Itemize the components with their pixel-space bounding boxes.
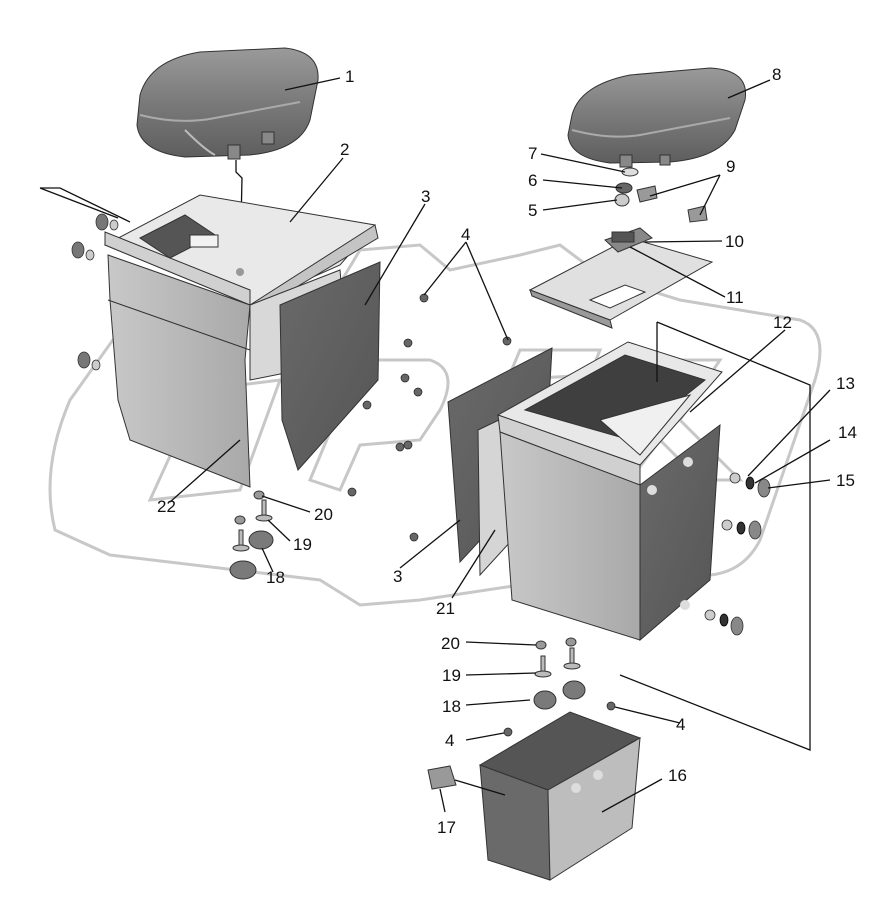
part-14-washers <box>719 476 755 627</box>
callout-20a: 20 <box>314 505 333 524</box>
part-9-clip <box>636 185 708 223</box>
callout-12: 12 <box>773 313 792 332</box>
part-18-rubber-mounts-right <box>533 680 586 710</box>
assembly-line <box>40 187 131 223</box>
part-1-armrest-pad-left <box>136 47 319 160</box>
part-10-latch <box>604 227 653 253</box>
callout-17: 17 <box>437 818 456 837</box>
callout-22: 22 <box>157 497 176 516</box>
assembly-line <box>39 187 119 219</box>
screws-middle <box>347 293 512 497</box>
part-17-clip <box>427 765 457 790</box>
screws-lower <box>409 532 616 737</box>
part-11-mounting-plate <box>528 237 714 329</box>
part-13-nuts <box>704 472 741 621</box>
callout-4b: 4 <box>676 715 685 734</box>
callout-8: 8 <box>772 65 781 84</box>
callout-19b: 19 <box>442 666 461 685</box>
callout-10: 10 <box>725 232 744 251</box>
callout-4c: 4 <box>445 731 454 750</box>
callout-16: 16 <box>668 766 687 785</box>
callout-15: 15 <box>836 471 855 490</box>
callout-3b: 3 <box>393 567 402 586</box>
callout-4a: 4 <box>461 225 470 244</box>
callout-9: 9 <box>726 157 735 176</box>
assembly-line <box>454 779 506 796</box>
part-body-right <box>499 423 721 642</box>
callout-1: 1 <box>345 67 354 86</box>
part-16-lower-bin <box>478 711 642 881</box>
part-18-rubber-mounts-left <box>229 530 274 580</box>
leader-lines <box>169 77 831 813</box>
part-19-bolts-left <box>232 499 273 552</box>
callout-2: 2 <box>340 140 349 159</box>
part-15-washers-large <box>730 478 771 636</box>
callout-18b: 18 <box>442 697 461 716</box>
callout-13: 13 <box>836 374 855 393</box>
callout-3a: 3 <box>421 187 430 206</box>
callout-20b: 20 <box>441 634 460 653</box>
part-5-nut <box>614 193 630 207</box>
part-12-top-frame-right <box>496 341 723 486</box>
part-2-top-cover-left <box>103 194 379 313</box>
callout-19a: 19 <box>293 535 312 554</box>
callout-18a: 18 <box>266 568 285 587</box>
part-20-nuts-right <box>535 637 577 650</box>
assembly-line <box>619 321 811 751</box>
callout-11: 11 <box>726 288 744 307</box>
part-8-armrest-pad-right <box>567 67 747 168</box>
part-3-side-panel-left <box>279 261 381 471</box>
callout-6: 6 <box>528 171 537 190</box>
callout-5: 5 <box>528 201 537 220</box>
callout-14: 14 <box>838 423 857 442</box>
part-20-nuts-left <box>234 490 265 525</box>
callout-7: 7 <box>528 144 537 163</box>
washers-left-side <box>71 213 119 371</box>
callout-21: 21 <box>436 599 455 618</box>
part-19-bolts-right <box>534 647 581 678</box>
callout-labels: 1 2 3 3 4 4 4 5 6 7 8 9 10 11 12 13 14 1… <box>157 65 857 837</box>
